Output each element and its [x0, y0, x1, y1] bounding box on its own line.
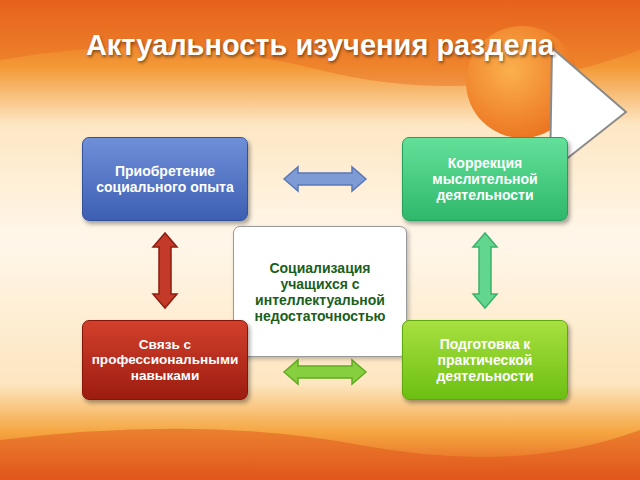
- box-label: Приобретение социального опыта: [91, 163, 239, 195]
- box-content: Социализация учащихся с интеллектуальной…: [242, 260, 398, 324]
- box-content: Приобретение социального опыта: [91, 163, 239, 195]
- topic-box: Приобретение социального опыта: [82, 137, 248, 221]
- topic-box: Связь с профессиональными навыками: [82, 320, 248, 400]
- topic-box: Подготовка к практической деятельности: [402, 320, 568, 400]
- box-content: Подготовка к практической деятельности: [411, 336, 559, 384]
- double-arrow: [473, 233, 497, 308]
- box-content: Связь с профессиональными навыками: [91, 337, 239, 384]
- double-arrow: [284, 167, 366, 191]
- double-arrow: [284, 360, 366, 384]
- box-content: Коррекция мыслительной деятельности: [411, 155, 559, 203]
- box-label: Подготовка к практической деятельности: [411, 336, 559, 384]
- center-box: Социализация учащихся с интеллектуальной…: [233, 226, 407, 357]
- slide-title: Актуальность изучения раздела: [40, 24, 600, 66]
- box-label: Коррекция мыслительной деятельности: [411, 155, 559, 203]
- box-label: Социализация учащихся с интеллектуальной…: [242, 260, 398, 324]
- double-arrow: [153, 233, 177, 308]
- topic-box: Коррекция мыслительной деятельности: [402, 137, 568, 221]
- box-label: Связь с профессиональными навыками: [91, 337, 239, 384]
